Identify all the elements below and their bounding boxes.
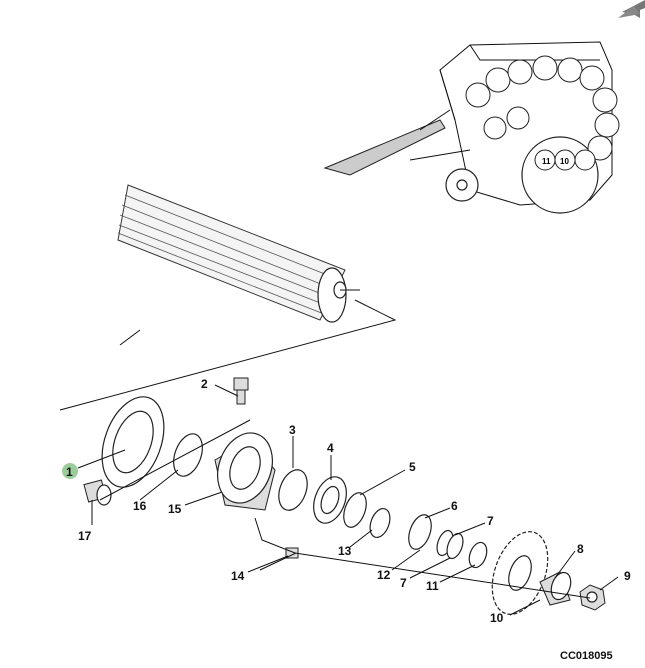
callout-14[interactable]: 14 <box>231 569 245 583</box>
callout-16[interactable]: 16 <box>133 499 147 513</box>
callout-3[interactable]: 3 <box>289 423 296 437</box>
svg-text:10: 10 <box>560 157 569 166</box>
callout-8[interactable]: 8 <box>577 542 584 556</box>
callout-10[interactable]: 10 <box>490 611 504 625</box>
callout-1[interactable]: 1 <box>62 463 78 479</box>
callout-17[interactable]: 17 <box>78 529 92 543</box>
drawing-code: CC018095 <box>560 650 613 662</box>
leader-lines <box>77 384 619 616</box>
collapse-arrow-icon[interactable] <box>618 0 645 18</box>
baler-overview-illustration: 11 10 <box>323 41 620 214</box>
callout-5[interactable]: 5 <box>409 460 416 474</box>
callout-15[interactable]: 15 <box>168 502 182 516</box>
callout-6[interactable]: 6 <box>451 499 458 513</box>
svg-text:11: 11 <box>542 157 551 166</box>
callout-2[interactable]: 2 <box>201 377 208 391</box>
callout-7b[interactable]: 7 <box>400 576 407 590</box>
roller-illustration <box>59 184 397 411</box>
callout-13[interactable]: 13 <box>338 544 352 558</box>
callout-7a[interactable]: 7 <box>487 514 494 528</box>
callout-11[interactable]: 11 <box>426 579 439 593</box>
callout-4[interactable]: 4 <box>327 441 334 455</box>
callout-12[interactable]: 12 <box>377 568 391 582</box>
callout-highlight <box>62 463 78 479</box>
callout-9[interactable]: 9 <box>624 569 631 583</box>
exploded-parts <box>83 377 606 615</box>
svg-text:1: 1 <box>66 465 73 479</box>
